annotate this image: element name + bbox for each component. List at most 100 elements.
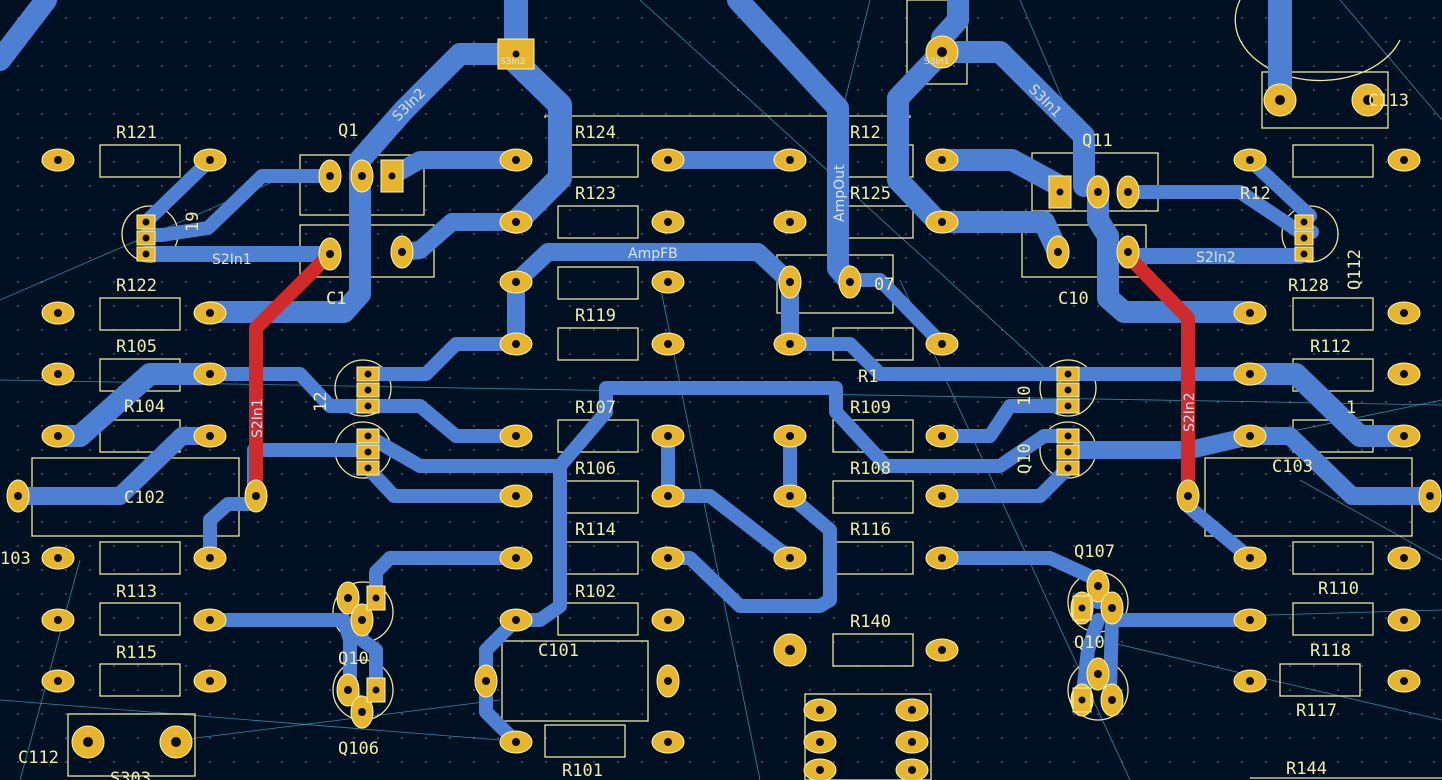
back-copper-tracks <box>0 0 1439 749</box>
net-label-ampfb: AmpFB <box>628 246 678 262</box>
ref-r123: R123 <box>575 184 616 204</box>
ref-q107: Q107 <box>1074 542 1115 562</box>
pad-drill-hole <box>1246 616 1254 624</box>
pad-drill-hole <box>54 677 62 685</box>
pad-drill-hole <box>1400 370 1408 378</box>
pad-drill-hole <box>908 738 916 746</box>
ref-r111-clipped: 1 <box>1346 398 1356 418</box>
ref-q106: Q106 <box>338 739 379 759</box>
pad-label-s3in1: S3In1 <box>924 57 950 67</box>
pad-drill-hole <box>1275 95 1285 105</box>
pad-drill-hole <box>786 432 794 440</box>
ref-r118: R118 <box>1310 641 1351 661</box>
pad-drill-hole <box>54 616 62 624</box>
pad-drill-hole <box>171 737 181 747</box>
pad-drill-hole <box>786 156 794 164</box>
pad-drill-hole <box>786 554 794 562</box>
ref-q112: Q112 <box>1345 249 1365 290</box>
net-label-ampout: AmpOut <box>832 164 848 222</box>
net-label-s2in1: S2In1 <box>212 252 252 268</box>
ref-r120-clipped: R1 <box>858 367 878 387</box>
pad-drill-hole <box>142 250 150 258</box>
ref-r108: R108 <box>850 459 891 479</box>
pad-drill-hole <box>1246 677 1254 685</box>
pad-drill-hole <box>206 370 214 378</box>
pad-drill-hole <box>786 340 794 348</box>
pad-drill-hole <box>1056 188 1064 196</box>
pad-drill-hole <box>512 218 520 226</box>
ref-r112: R112 <box>1310 337 1351 357</box>
pad-drill-hole <box>142 234 150 242</box>
pad-drill-hole <box>664 432 672 440</box>
ref-r101: R101 <box>562 761 603 780</box>
pad-drill-hole <box>1400 554 1408 562</box>
pad-drill-hole <box>1124 248 1132 256</box>
pad-drill-hole <box>1400 677 1408 685</box>
pad-drill-hole <box>1426 492 1434 500</box>
ref-r115: R115 <box>116 643 157 663</box>
pad-drill-hole <box>512 340 520 348</box>
pad-drill-hole <box>54 156 62 164</box>
pad-drill-hole <box>908 706 916 714</box>
ref-r125: R125 <box>850 184 891 204</box>
ref-r122: R122 <box>116 276 157 296</box>
pad-drill-hole <box>938 432 946 440</box>
pad-drill-hole <box>1064 432 1072 440</box>
pad-drill-hole <box>1064 402 1072 410</box>
ref-r110: R110 <box>1318 579 1359 599</box>
ref-c112: C112 <box>18 748 59 768</box>
pad-drill-hole <box>1184 492 1192 500</box>
pad-drill-hole <box>1124 188 1132 196</box>
pad-drill-hole <box>1094 188 1102 196</box>
ref-q109-clipped: 19 <box>183 212 203 232</box>
pad-drill-hole <box>54 432 62 440</box>
pad-drill-hole <box>398 248 406 256</box>
ref-r116: R116 <box>850 520 891 540</box>
pad-drill-hole <box>1064 464 1072 472</box>
pad-drill-hole <box>54 370 62 378</box>
ref-r109: R109 <box>850 398 891 418</box>
pad-drill-hole <box>512 50 520 58</box>
ref-r105: R105 <box>116 337 157 357</box>
pad-drill-hole <box>364 370 372 378</box>
pad-drill-hole <box>786 278 794 286</box>
pad-drill-hole <box>54 309 62 317</box>
pad-drill-hole <box>512 432 520 440</box>
pad-drill-hole <box>664 156 672 164</box>
pad-drill-hole <box>938 218 946 226</box>
pad-drill-hole <box>1400 432 1408 440</box>
front-copper-tracks <box>249 247 1195 503</box>
pad-drill-hole <box>908 766 916 774</box>
net-label-s2in2-vertical: S2In2 <box>1182 392 1198 432</box>
pad-drill-hole <box>512 156 520 164</box>
ref-q10b-clipped: Q10 <box>1015 443 1035 474</box>
pad-drill-hole <box>938 340 946 348</box>
pads[interactable] <box>6 35 1442 780</box>
silkscreen-references: R121 R122 R105 R104 C102 103 R113 R115 C… <box>0 91 1409 780</box>
pad-drill-hole <box>252 492 260 500</box>
pad-drill-hole <box>364 386 372 394</box>
ref-r106: R106 <box>575 459 616 479</box>
ref-r114: R114 <box>575 520 616 540</box>
ref-r107: R107 <box>575 398 616 418</box>
ref-r103-clipped: 103 <box>0 549 31 569</box>
pad-drill-hole <box>1064 448 1072 456</box>
pad-drill-hole <box>816 706 824 714</box>
pad-drill-hole <box>1400 616 1408 624</box>
ref-r119: R119 <box>575 306 616 326</box>
pad-drill-hole <box>512 492 520 500</box>
pad-drill-hole <box>512 554 520 562</box>
ref-r144: R144 <box>1286 759 1327 779</box>
pad-drill-hole <box>364 402 372 410</box>
ref-r12-clipped: R12 <box>850 123 881 143</box>
pad-drill-hole <box>512 616 520 624</box>
pad-drill-hole <box>664 340 672 348</box>
pad-drill-hole <box>358 616 366 624</box>
pad-drill-hole <box>482 677 490 685</box>
pad-drill-hole <box>1400 156 1408 164</box>
pad-drill-hole <box>938 492 946 500</box>
ref-r140: R140 <box>850 612 891 632</box>
pad-drill-hole <box>14 492 22 500</box>
